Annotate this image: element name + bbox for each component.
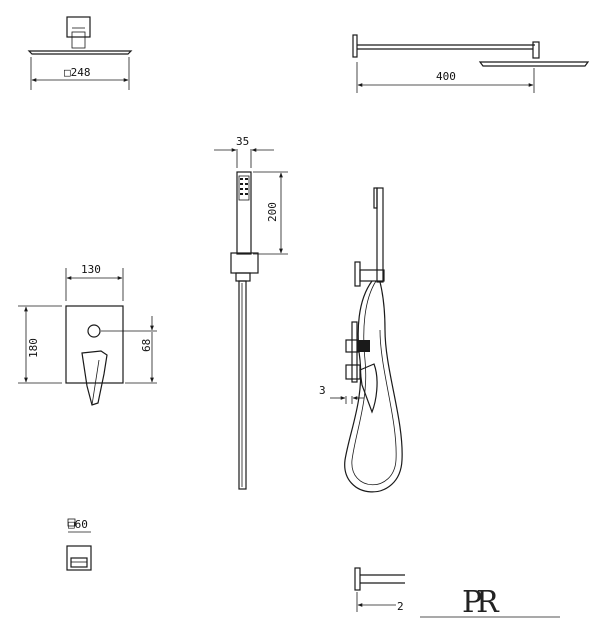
elbow-size-label: □60 [68,518,88,531]
brand-logo: PR [420,585,560,620]
handle-width-label: 35 [236,135,249,148]
arm-length-label: 400 [436,70,456,83]
plate-width-label: 130 [81,263,101,276]
plate-height-label: 180 [27,338,40,358]
wall-outlet-front-view: □60 [66,518,92,571]
shower-set-side-view: 3 [319,187,403,493]
cut-dimension-label: 2 [397,600,404,613]
hand-shower-front-view: 35 200 [214,135,288,490]
head-width-label: □248 [64,66,91,79]
shower-head-front-view: □248 [27,16,133,90]
mixer-plate-front-view: 130 180 68 [18,263,157,406]
knob-offset-label: 68 [140,339,153,352]
wall-outlet-side-view: 2 [354,567,405,613]
wall-arm-side-view: 400 [352,34,590,93]
handle-length-label: 200 [266,202,279,222]
plate-depth-label: 3 [319,384,326,397]
brand-logo-text: PR [462,585,500,620]
